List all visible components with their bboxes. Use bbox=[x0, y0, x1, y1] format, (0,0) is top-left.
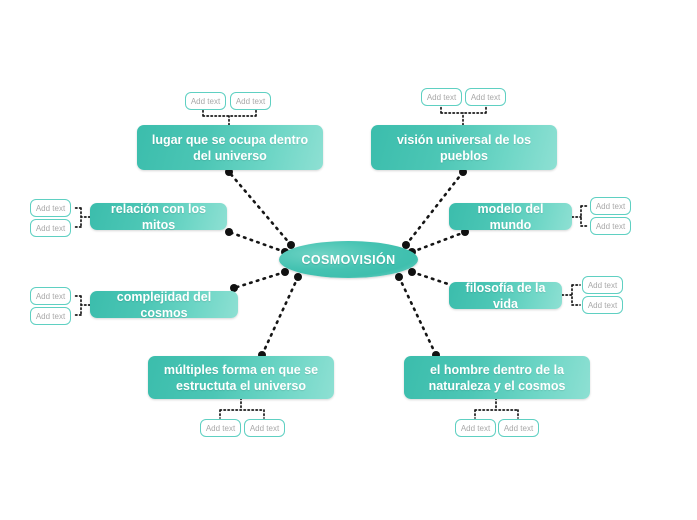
add-text-placeholder[interactable]: Add text bbox=[498, 419, 539, 437]
branch-node-label: el hombre dentro de la naturaleza y el c… bbox=[428, 362, 566, 393]
branch-node-multiples-forma-en-que-se-estructuta-el-universo[interactable]: múltiples forma en que se estructuta el … bbox=[148, 356, 334, 399]
branch-node-label: visión universal de los pueblos bbox=[396, 132, 532, 163]
add-text-label: Add text bbox=[587, 280, 618, 290]
branch-node-label: lugar que se ocupa dentro del universo bbox=[151, 132, 309, 163]
add-text-label: Add text bbox=[426, 92, 457, 102]
branch-node-label: múltiples forma en que se estructuta el … bbox=[163, 362, 319, 393]
add-text-placeholder[interactable]: Add text bbox=[230, 92, 271, 110]
branch-node-label: relación con los mitos bbox=[110, 201, 207, 232]
branch-node-vision-universal-de-los-pueblos[interactable]: visión universal de los pueblos bbox=[371, 125, 557, 170]
add-text-label: Add text bbox=[190, 96, 221, 106]
add-text-placeholder[interactable]: Add text bbox=[185, 92, 226, 110]
central-node[interactable]: COSMOVISIÓN bbox=[279, 241, 418, 278]
add-text-label: Add text bbox=[35, 223, 66, 233]
add-text-label: Add text bbox=[595, 201, 626, 211]
add-text-placeholder[interactable]: Add text bbox=[30, 287, 71, 305]
add-text-placeholder[interactable]: Add text bbox=[455, 419, 496, 437]
add-text-label: Add text bbox=[503, 423, 534, 433]
add-text-placeholder[interactable]: Add text bbox=[590, 197, 631, 215]
add-text-label: Add text bbox=[35, 311, 66, 321]
add-text-placeholder[interactable]: Add text bbox=[30, 219, 71, 237]
branch-node-filosofia-de-la-vida[interactable]: filosofía de la vida bbox=[449, 280, 562, 311]
add-text-label: Add text bbox=[460, 423, 491, 433]
add-text-label: Add text bbox=[35, 291, 66, 301]
branch-node-relacion-con-los-mitos[interactable]: relación con los mitos bbox=[90, 201, 227, 232]
add-text-placeholder[interactable]: Add text bbox=[30, 307, 71, 325]
add-text-placeholder[interactable]: Add text bbox=[200, 419, 241, 437]
central-node-label: COSMOVISIÓN bbox=[301, 252, 396, 267]
branch-node-el-hombre-dentro-de-la-naturaleza-y-el-cosmos[interactable]: el hombre dentro de la naturaleza y el c… bbox=[404, 356, 590, 399]
add-text-label: Add text bbox=[595, 221, 626, 231]
add-text-placeholder[interactable]: Add text bbox=[582, 276, 623, 294]
branch-node-label: modelo del mundo bbox=[477, 201, 544, 232]
add-text-placeholder[interactable]: Add text bbox=[244, 419, 285, 437]
add-text-placeholder[interactable]: Add text bbox=[465, 88, 506, 106]
add-text-label: Add text bbox=[35, 203, 66, 213]
add-text-label: Add text bbox=[205, 423, 236, 433]
branch-node-label: complejidad del cosmos bbox=[116, 289, 212, 320]
add-text-label: Add text bbox=[587, 300, 618, 310]
branch-node-complejidad-del-cosmos[interactable]: complejidad del cosmos bbox=[90, 289, 238, 320]
add-text-placeholder[interactable]: Add text bbox=[30, 199, 71, 217]
add-text-label: Add text bbox=[249, 423, 280, 433]
add-text-placeholder[interactable]: Add text bbox=[421, 88, 462, 106]
branch-node-lugar-que-se-ocupa-dentro-del-universo[interactable]: lugar que se ocupa dentro del universo bbox=[137, 125, 323, 170]
add-text-label: Add text bbox=[470, 92, 501, 102]
branch-node-modelo-del-mundo[interactable]: modelo del mundo bbox=[449, 201, 572, 232]
branch-node-label: filosofía de la vida bbox=[465, 280, 546, 311]
add-text-placeholder[interactable]: Add text bbox=[582, 296, 623, 314]
add-text-placeholder[interactable]: Add text bbox=[590, 217, 631, 235]
add-text-label: Add text bbox=[235, 96, 266, 106]
